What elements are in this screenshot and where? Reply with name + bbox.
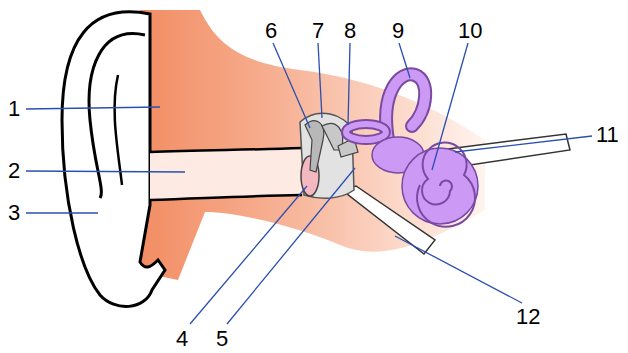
ear-canal bbox=[150, 148, 302, 200]
callout-number: 8 bbox=[344, 20, 356, 42]
leader-line bbox=[455, 136, 592, 152]
malleus bbox=[305, 121, 324, 172]
leader-line bbox=[190, 186, 307, 324]
semicircular-canal bbox=[386, 74, 425, 140]
antihelix-fold bbox=[115, 75, 122, 185]
callout-number: 12 bbox=[516, 306, 540, 328]
callout-number: 4 bbox=[176, 328, 188, 350]
helix-fold bbox=[89, 34, 145, 198]
leader-line bbox=[395, 236, 522, 303]
pinna bbox=[62, 12, 165, 307]
callout-number: 6 bbox=[265, 20, 277, 42]
semicircular-canal bbox=[346, 124, 386, 140]
leader-line bbox=[399, 43, 410, 78]
leader-line bbox=[227, 168, 355, 324]
leader-line bbox=[318, 43, 322, 118]
leader-line bbox=[348, 43, 350, 125]
callout-number: 7 bbox=[312, 20, 324, 42]
leader-line bbox=[26, 212, 98, 213]
leader-line bbox=[26, 107, 160, 109]
callout-number: 1 bbox=[8, 98, 20, 120]
canal-wall bbox=[150, 195, 302, 200]
leader-line bbox=[273, 43, 310, 128]
leader-line bbox=[26, 171, 185, 172]
semicircular-canal bbox=[346, 124, 386, 140]
skin-tissue bbox=[140, 10, 485, 280]
callout-number: 5 bbox=[216, 328, 228, 350]
callout-number: 9 bbox=[392, 20, 404, 42]
canal-wall bbox=[150, 148, 302, 152]
callout-number: 2 bbox=[8, 160, 20, 182]
cochlea-spiral bbox=[417, 143, 475, 227]
callout-number: 10 bbox=[458, 20, 482, 42]
callout-number: 3 bbox=[8, 202, 20, 224]
callout-number: 11 bbox=[596, 124, 619, 146]
semicircular-canal bbox=[386, 74, 425, 140]
